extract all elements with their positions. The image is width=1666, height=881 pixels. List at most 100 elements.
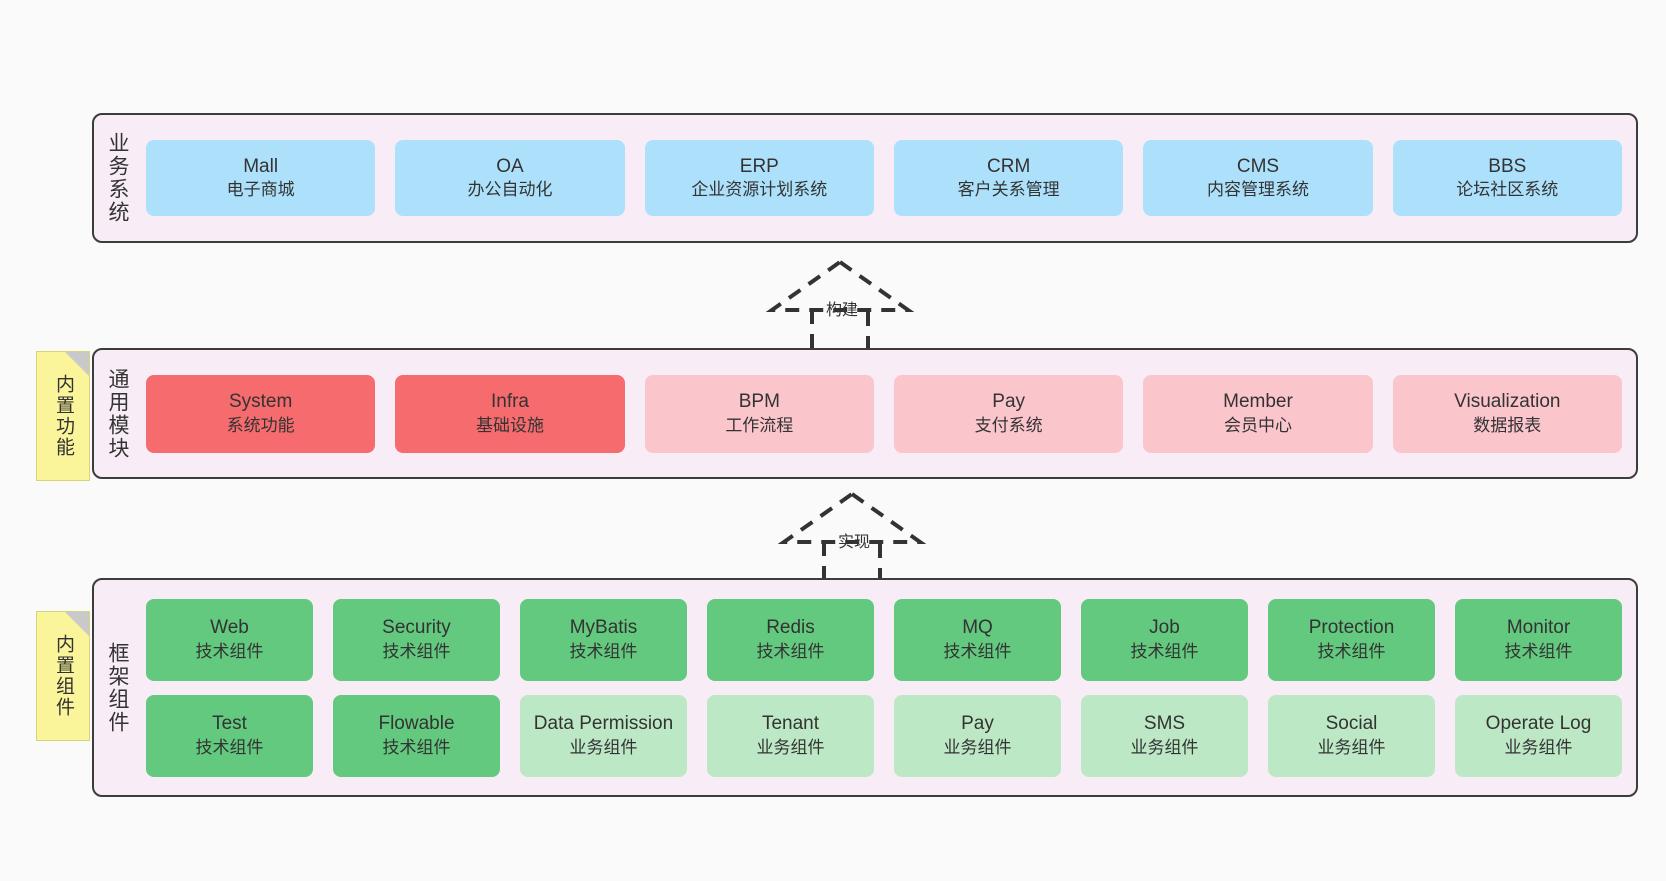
node-cms[interactable]: CMS 内容管理系统 xyxy=(1143,140,1373,216)
node-name: CMS xyxy=(1236,155,1280,177)
generalization-arrow-build: 构建 xyxy=(760,258,920,358)
node-desc: 技术组件 xyxy=(382,737,451,757)
node-name: Tenant xyxy=(761,713,820,735)
node-name: MQ xyxy=(962,617,993,639)
layer-row: System 系统功能 Infra 基础设施 BPM 工作流程 Pay 支付系统… xyxy=(146,374,1622,453)
node-oa[interactable]: OA 办公自动化 xyxy=(395,140,625,216)
node-desc: 办公自动化 xyxy=(467,180,553,200)
node-desc: 技术组件 xyxy=(1504,641,1573,661)
node-name: Security xyxy=(382,617,451,639)
node-desc: 技术组件 xyxy=(569,641,638,661)
layer-framework-components: 框架组件 Web 技术组件 Security 技术组件 MyBatis 技术组件… xyxy=(92,578,1638,797)
node-desc: 客户关系管理 xyxy=(957,180,1060,200)
layer-body-business: Mall 电子商城 OA 办公自动化 ERP 企业资源计划系统 CRM 客户关系… xyxy=(140,115,1636,241)
arrow-label-build: 构建 xyxy=(826,302,859,319)
node-desc: 业务组件 xyxy=(1317,737,1386,757)
node-name: Redis xyxy=(766,617,815,639)
layer-title-business: 业务系统 xyxy=(106,132,130,224)
folded-corner-icon xyxy=(65,352,89,376)
node-desc: 内容管理系统 xyxy=(1206,180,1309,200)
node-mybatis[interactable]: MyBatis 技术组件 xyxy=(520,598,687,681)
node-bpm[interactable]: BPM 工作流程 xyxy=(644,374,874,453)
node-name: Visualization xyxy=(1454,391,1561,413)
node-name: Infra xyxy=(490,391,529,413)
layer-row: Test 技术组件 Flowable 技术组件 Data Permission … xyxy=(146,694,1622,777)
node-name: SMS xyxy=(1143,713,1186,735)
node-operate-log[interactable]: Operate Log 业务组件 xyxy=(1455,694,1622,777)
node-desc: 技术组件 xyxy=(943,641,1012,661)
layer-row: Mall 电子商城 OA 办公自动化 ERP 企业资源计划系统 CRM 客户关系… xyxy=(146,140,1622,216)
node-security[interactable]: Security 技术组件 xyxy=(333,598,500,681)
node-social[interactable]: Social 业务组件 xyxy=(1268,694,1435,777)
node-test[interactable]: Test 技术组件 xyxy=(146,694,313,777)
node-name: Pay xyxy=(961,713,994,735)
node-name: MyBatis xyxy=(569,617,638,639)
node-name: Monitor xyxy=(1506,617,1571,639)
sticky-note-label: 内置功能 xyxy=(52,374,74,458)
layer-business-systems: 业务系统 Mall 电子商城 OA 办公自动化 ERP 企业资源计划系统 CRM… xyxy=(92,113,1638,243)
node-sms[interactable]: SMS 业务组件 xyxy=(1081,694,1248,777)
node-member[interactable]: Member 会员中心 xyxy=(1143,374,1373,453)
node-mq[interactable]: MQ 技术组件 xyxy=(894,598,1061,681)
node-name: OA xyxy=(496,155,524,177)
node-desc: 业务组件 xyxy=(943,737,1012,757)
node-web[interactable]: Web 技术组件 xyxy=(146,598,313,681)
node-erp[interactable]: ERP 企业资源计划系统 xyxy=(644,140,874,216)
node-tenant[interactable]: Tenant 业务组件 xyxy=(707,694,874,777)
node-desc: 系统功能 xyxy=(226,415,295,435)
dashed-hollow-triangle-arrow-icon xyxy=(765,259,915,352)
node-desc: 会员中心 xyxy=(1223,415,1292,435)
node-desc: 业务组件 xyxy=(756,737,825,757)
layer-title-common: 通用模块 xyxy=(106,367,130,460)
generalization-arrow-implement: 实现 xyxy=(772,490,932,590)
sticky-note-label: 内置组件 xyxy=(52,634,74,718)
node-desc: 技术组件 xyxy=(195,737,264,757)
node-name: System xyxy=(228,391,293,413)
layer-title-frame: 框架组件 xyxy=(106,641,130,734)
node-visualization[interactable]: Visualization 数据报表 xyxy=(1392,374,1622,453)
node-name: Protection xyxy=(1308,617,1395,639)
node-desc: 技术组件 xyxy=(195,641,264,661)
node-data-permission[interactable]: Data Permission 业务组件 xyxy=(520,694,687,777)
node-name: Mall xyxy=(243,155,279,177)
node-desc: 业务组件 xyxy=(1130,737,1199,757)
node-name: Flowable xyxy=(378,713,455,735)
dashed-hollow-triangle-arrow-icon xyxy=(777,491,927,584)
layer-body-frame: Web 技术组件 Security 技术组件 MyBatis 技术组件 Redi… xyxy=(140,580,1636,795)
node-bbs[interactable]: BBS 论坛社区系统 xyxy=(1392,140,1622,216)
node-name: CRM xyxy=(987,155,1031,177)
node-name: Data Permission xyxy=(533,713,674,735)
node-desc: 业务组件 xyxy=(1504,737,1573,757)
node-name: BPM xyxy=(738,391,780,413)
node-pay[interactable]: Pay 支付系统 xyxy=(893,374,1124,453)
layer-common-modules: 通用模块 System 系统功能 Infra 基础设施 BPM 工作流程 Pay… xyxy=(92,348,1638,479)
node-desc: 企业资源计划系统 xyxy=(691,180,828,200)
sticky-note-builtin-components: 内置组件 xyxy=(36,611,90,741)
node-name: Pay xyxy=(992,391,1026,413)
node-system[interactable]: System 系统功能 xyxy=(146,374,376,453)
node-protection[interactable]: Protection 技术组件 xyxy=(1268,598,1435,681)
node-name: Web xyxy=(210,617,249,639)
node-desc: 数据报表 xyxy=(1473,415,1542,435)
node-desc: 基础设施 xyxy=(475,415,544,435)
node-crm[interactable]: CRM 客户关系管理 xyxy=(893,140,1124,216)
node-desc: 论坛社区系统 xyxy=(1456,180,1559,200)
node-job[interactable]: Job 技术组件 xyxy=(1081,598,1248,681)
node-monitor[interactable]: Monitor 技术组件 xyxy=(1455,598,1622,681)
node-desc: 支付系统 xyxy=(974,415,1043,435)
node-desc: 技术组件 xyxy=(1317,641,1386,661)
node-desc: 技术组件 xyxy=(756,641,825,661)
node-mall[interactable]: Mall 电子商城 xyxy=(146,140,376,216)
node-name: Social xyxy=(1325,713,1378,735)
node-name: Test xyxy=(212,713,247,735)
node-infra[interactable]: Infra 基础设施 xyxy=(395,374,625,453)
node-desc: 工作流程 xyxy=(725,415,794,435)
node-desc: 业务组件 xyxy=(569,737,638,757)
node-redis[interactable]: Redis 技术组件 xyxy=(707,598,874,681)
layer-body-common: System 系统功能 Infra 基础设施 BPM 工作流程 Pay 支付系统… xyxy=(140,350,1636,477)
node-name: Job xyxy=(1149,617,1180,639)
layer-row: Web 技术组件 Security 技术组件 MyBatis 技术组件 Redi… xyxy=(146,598,1622,681)
node-pay-business[interactable]: Pay 业务组件 xyxy=(894,694,1061,777)
node-flowable[interactable]: Flowable 技术组件 xyxy=(333,694,500,777)
